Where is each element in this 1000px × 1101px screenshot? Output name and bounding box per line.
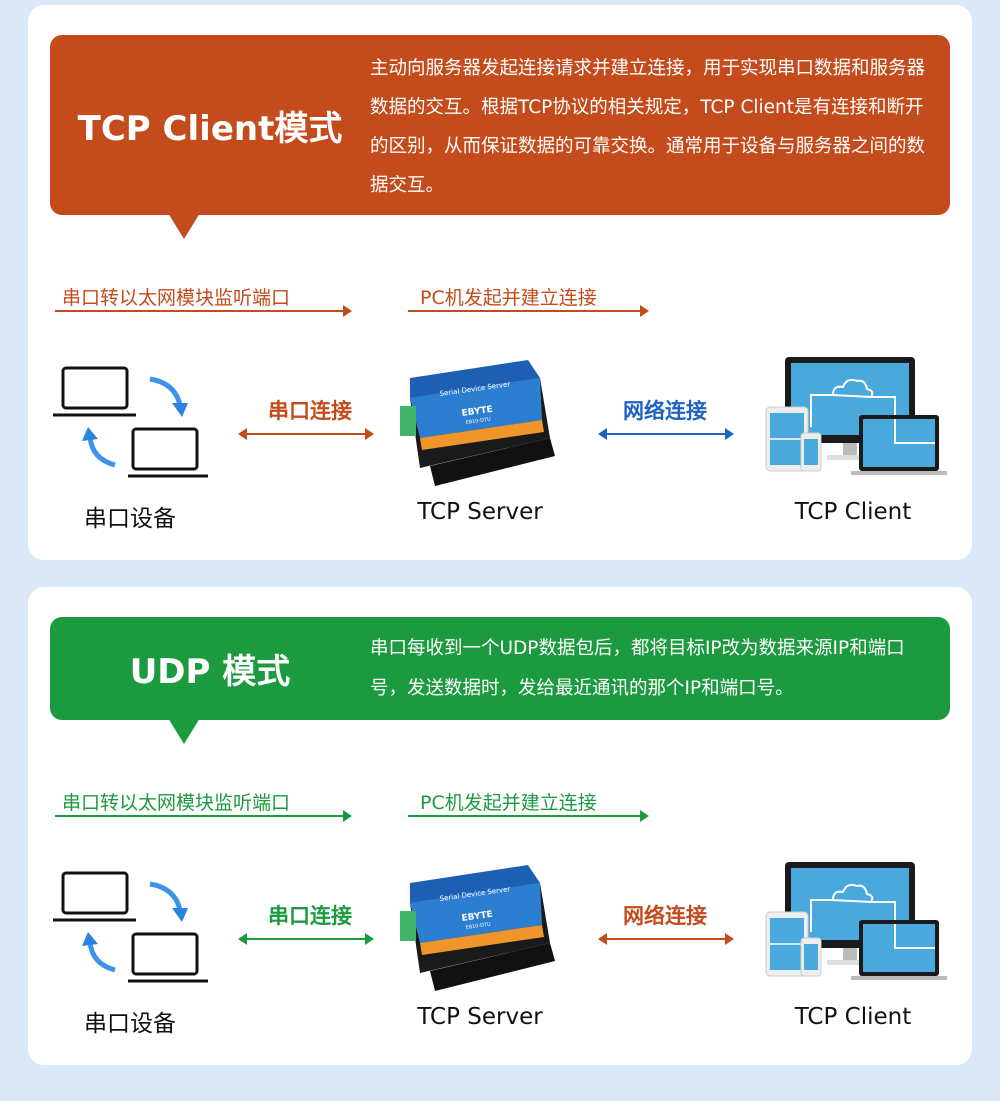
flow-arrow xyxy=(408,305,649,317)
tcp-server-device-icon: Serial Device Server EBYTE E810-DTU xyxy=(400,865,555,991)
serial-devices-icon xyxy=(53,366,208,478)
serial-link-label: 串口连接 xyxy=(268,904,352,928)
section-description: 主动向服务器发起连接请求并建立连接，用于实现串口数据和服务器数据的交互。根据TC… xyxy=(370,58,926,196)
serial-device-label: 串口设备 xyxy=(84,506,176,532)
banner-pointer xyxy=(168,718,200,744)
serial-device-label: 串口设备 xyxy=(84,1011,176,1037)
tcp-client-banner: TCP Client模式 主动向服务器发起连接请求并建立连接，用于实现串口数据和… xyxy=(50,35,950,239)
flow-label-connect: PC机发起并建立连接 xyxy=(420,792,597,814)
banner-pointer xyxy=(168,213,200,239)
flow-label-listen: 串口转以太网模块监听端口 xyxy=(62,792,291,814)
serial-devices-icon xyxy=(53,871,208,983)
section-title: UDP 模式 xyxy=(129,652,291,692)
flow-label-listen: 串口转以太网模块监听端口 xyxy=(62,287,291,309)
serial-link-arrow xyxy=(238,428,374,440)
udp-card: UDP 模式 串口每收到一个UDP数据包后，都将目标IP改为数据来源IP和端口号… xyxy=(28,587,972,1065)
flow-label-connect: PC机发起并建立连接 xyxy=(420,287,597,309)
section-title: TCP Client模式 xyxy=(77,108,343,149)
tcp-server-label: TCP Server xyxy=(417,1004,543,1030)
flow-arrow xyxy=(55,305,352,317)
network-link-label: 网络连接 xyxy=(623,904,707,928)
serial-link-arrow xyxy=(238,933,374,945)
diagram: 串口转以太网模块监听端口 PC机发起并建立连接 串口连接 Serial Devi… xyxy=(28,215,972,560)
svg-text:E810-DTU: E810-DTU xyxy=(465,417,491,426)
diagram: 串口转以太网模块监听端口 PC机发起并建立连接 串口连接 Serial Devi… xyxy=(28,720,972,1065)
section-description: 串口每收到一个UDP数据包后，都将目标IP改为数据来源IP和端口号，发送数据时，… xyxy=(370,638,905,699)
flow-arrow xyxy=(408,810,649,822)
tcp-client-label: TCP Client xyxy=(794,499,912,525)
tcp-server-device-icon: Serial Device Server EBYTE E810-DTU xyxy=(400,360,555,486)
tcp-client-devices-icon xyxy=(765,357,947,475)
svg-text:E810-DTU: E810-DTU xyxy=(465,922,491,931)
network-link-arrow xyxy=(598,428,734,440)
tcp-client-label: TCP Client xyxy=(794,1004,912,1030)
udp-banner: UDP 模式 串口每收到一个UDP数据包后，都将目标IP改为数据来源IP和端口号… xyxy=(50,617,950,744)
tcp-server-label: TCP Server xyxy=(417,499,543,525)
tcp-client-devices-icon xyxy=(765,862,947,980)
svg-text:EBYTE: EBYTE xyxy=(461,910,493,924)
tcp-client-card: TCP Client模式 主动向服务器发起连接请求并建立连接，用于实现串口数据和… xyxy=(28,5,972,560)
serial-link-label: 串口连接 xyxy=(268,399,352,423)
network-link-arrow xyxy=(598,933,734,945)
network-link-label: 网络连接 xyxy=(623,399,707,423)
flow-arrow xyxy=(55,810,352,822)
svg-text:EBYTE: EBYTE xyxy=(461,405,493,419)
